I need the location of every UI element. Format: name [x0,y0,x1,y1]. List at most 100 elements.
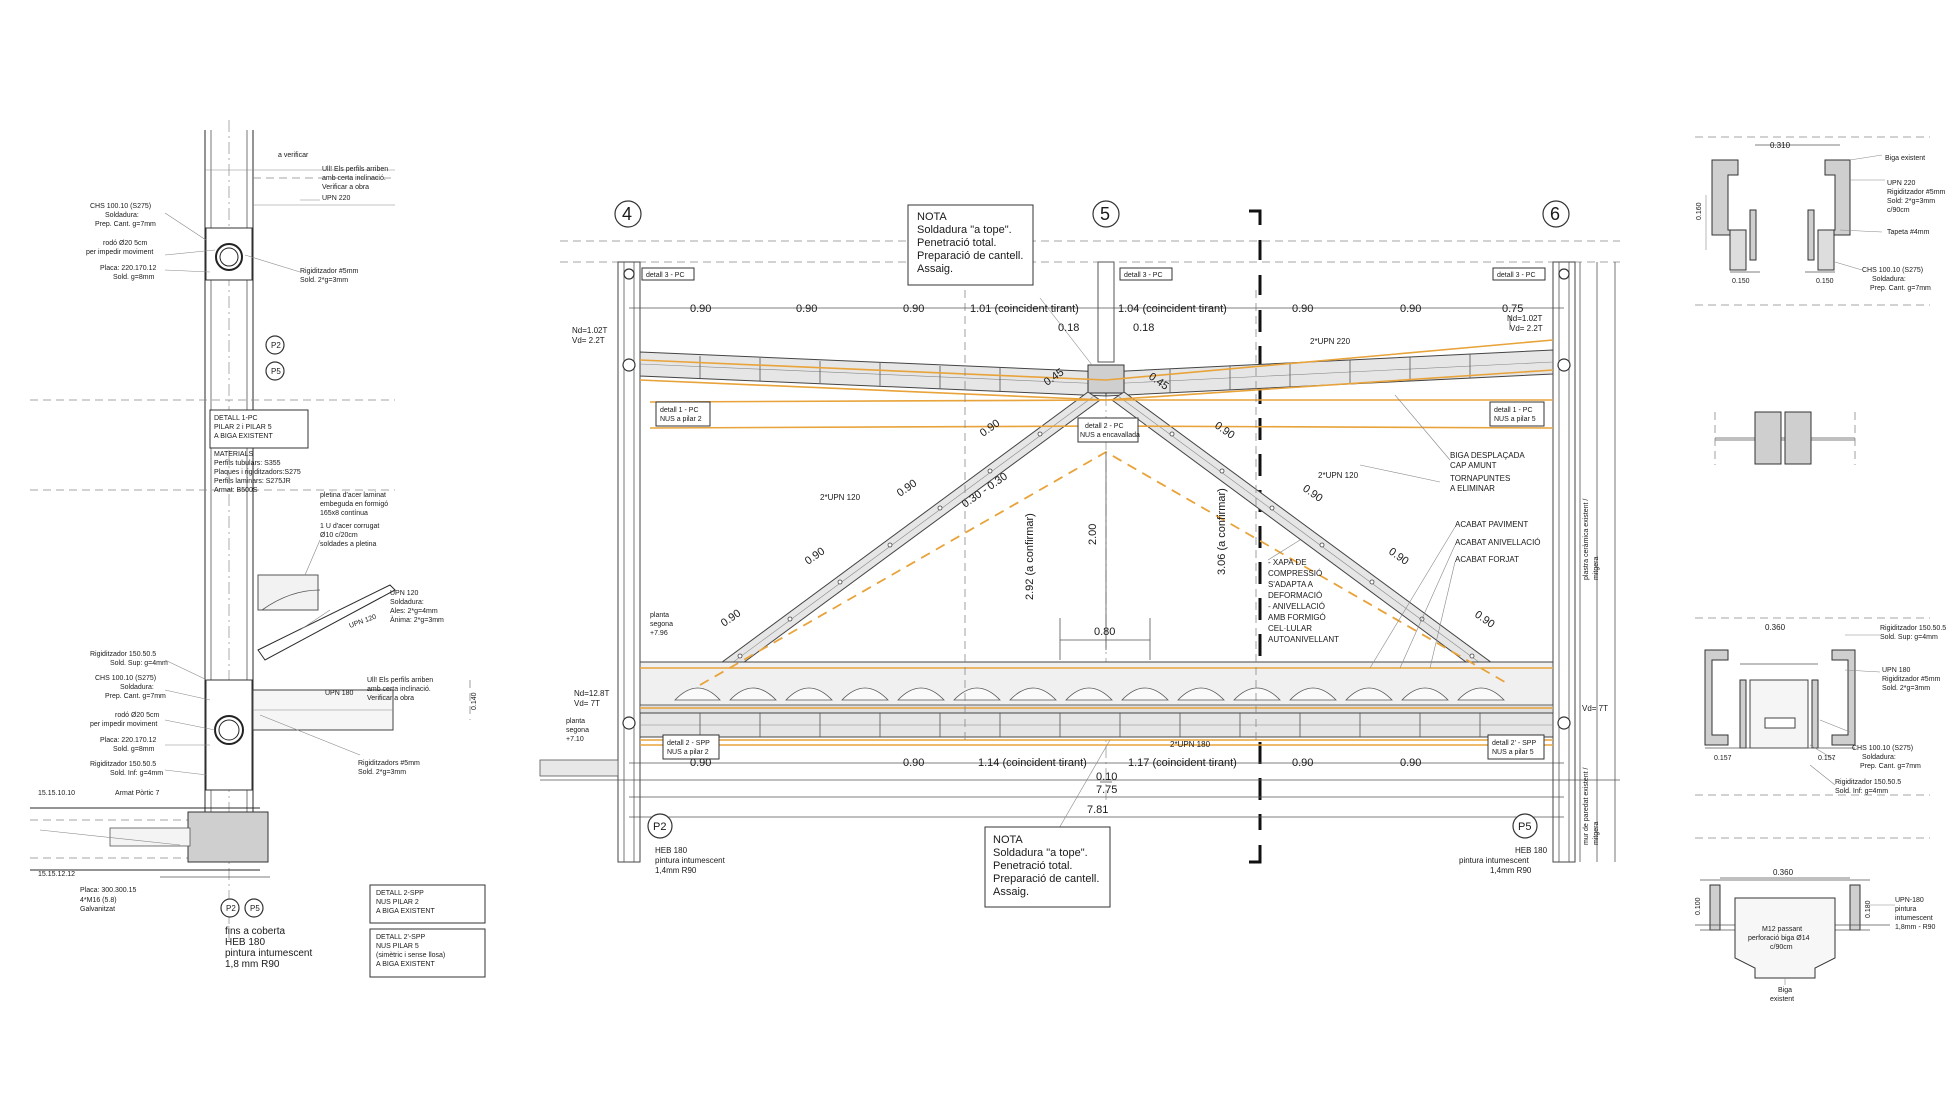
top-dim-6: 0.90 [1292,303,1313,315]
top-dim-3: 0.90 [903,303,924,315]
rp-dim-0180: 0.180 [1865,900,1872,918]
bottom-total-2: 7.75 [1096,784,1117,796]
detail-1-box [209,409,309,449]
pillar-p5-bubble [1512,813,1538,839]
axis5-label: 5 [1100,204,1110,224]
tag-detall2-mid [1077,417,1139,443]
diag-left-4: 0.90 [803,545,827,567]
upn120-left-label: 2*UPN 120 [820,493,861,502]
bottom-dim-5: 0.90 [1292,757,1313,769]
top-dim-5: 1.04 (coincident tirant) [1118,303,1227,315]
top-dim-4: 1.01 (coincident tirant) [970,303,1079,315]
bottom-dim-1: 0.90 [690,757,711,769]
note-top-box [907,204,1034,286]
mur-label: mur de paredat existent /mitgera [1583,768,1600,845]
tag-detall3-right [1492,267,1546,281]
tag-detall2-right [1487,734,1545,760]
upn220-beam-label: 2*UPN 220 [1310,337,1351,346]
diag-left-2: 0.90 [978,417,1002,439]
center-elevation [539,200,1620,908]
detail-2-box [369,884,486,924]
rp-biga-existent: Biga existent [1885,155,1925,162]
rp-dim-0100: 0.100 [1695,897,1702,915]
axis4-label: 4 [622,204,632,224]
upn120-diag-text: UPN 120 [348,614,377,630]
armat-text: Armat Pòrtic 7 [115,790,159,797]
tag-detall3-left-text: detall 3 - PC [646,272,685,279]
bottom-dim-6: 0.90 [1400,757,1421,769]
top-small-dim-2: 0.18 [1133,322,1154,334]
pillar-p2-bubble [647,813,673,839]
l-15-12: 15.15.12.12 [38,871,75,878]
bottom-total-1: 0.10 [1096,771,1117,783]
rp-dim-0360b: 0.360 [1773,868,1794,877]
center-dim: 0.80 [1094,626,1115,638]
p5b-text: P5 [250,904,260,913]
upn180-beam-label: 2*UPN 180 [1170,740,1211,749]
tag-detall1-right [1489,401,1545,427]
rp-tapeta: Tapeta #4mm [1887,229,1930,236]
bottom-dim-4: 1.17 (coincident tirant) [1128,757,1237,769]
bottom-dim-3: 1.14 (coincident tirant) [978,757,1087,769]
rp-dim-0160: 0.160 [1696,202,1703,220]
rp-dim-0157b: 0.157 [1818,755,1836,762]
detail-2b-box [369,928,486,978]
pillar-p5-marker [265,361,285,381]
rp-chs: CHS 100.10 (S275)Soldadura:Prep. Cant. g… [1862,267,1931,292]
height-3: 3.06 (a confirmar) [1216,488,1228,575]
a-verificar: a verificar [278,152,309,159]
upn180-text: UPN 180 [325,690,354,697]
p2-text: P2 [271,341,281,350]
bottom-dim-2: 0.90 [903,757,924,769]
diag-right-5: 0.90 [1472,609,1496,631]
acabat-anivellacio-label: ACABAT ANIVELLACIÓ [1455,538,1541,547]
load-right-bottom: Vd= 7T [1582,704,1608,713]
pillar-p2b-marker [220,898,240,918]
left-detail-panel [30,120,486,978]
diag-right-3: 0.90 [1300,483,1324,505]
upn220-label: UPN 220 [322,195,351,202]
height-2: 2.00 [1087,524,1099,545]
rp-dim-0150a: 0.150 [1732,278,1750,285]
top-dim-1: 0.90 [690,303,711,315]
top-dim-7: 0.90 [1400,303,1421,315]
top-dim-2: 0.90 [796,303,817,315]
p5-bubble-text: P5 [1518,821,1531,833]
diag-right-2: 0.90 [1212,420,1236,442]
rp-dim-0150b: 0.150 [1816,278,1834,285]
tag-detall1-left [655,401,711,427]
right-section-panel [1695,136,1930,985]
grid-axis-6 [1542,200,1570,228]
